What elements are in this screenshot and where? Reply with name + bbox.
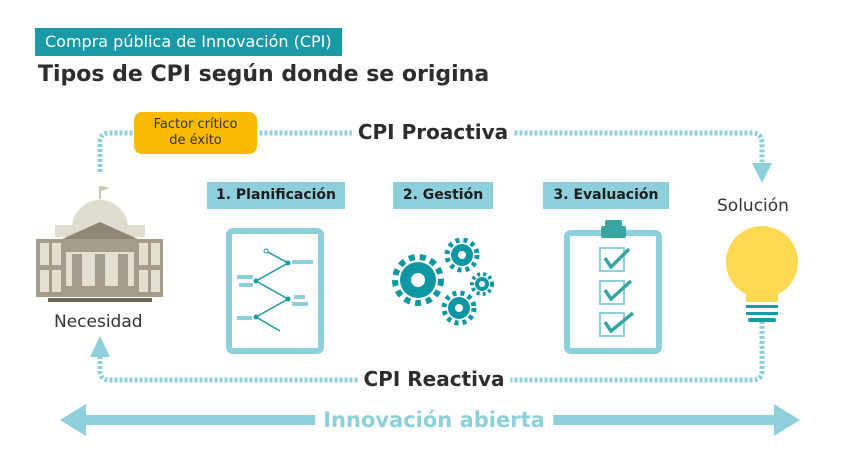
clipboard-checklist-icon [564, 220, 662, 354]
page-title: Tipos de CPI según donde se origina [38, 62, 490, 87]
arrow-up-icon [90, 336, 110, 357]
arrow-down-icon [752, 163, 772, 183]
reactive-label: CPI Reactiva [357, 367, 511, 391]
building-icon [36, 186, 163, 302]
factor-line-2: de éxito [169, 133, 222, 148]
gears-icon [392, 237, 494, 326]
step-management: 2. Gestión [393, 182, 493, 209]
step-evaluation: 3. Evaluación [543, 182, 669, 209]
solution-label: Solución [717, 196, 789, 216]
step-planning: 1. Planificación [207, 182, 345, 209]
proactive-label: CPI Proactiva [351, 120, 515, 144]
category-tag: Compra pública de Innovación (CPI) [35, 28, 342, 56]
open-innovation-label: Innovación abierta [315, 408, 553, 432]
need-label: Necesidad [54, 312, 143, 332]
factor-line-1: Factor crítico [153, 117, 238, 132]
planning-document-icon [226, 228, 324, 354]
lightbulb-icon [726, 226, 798, 322]
